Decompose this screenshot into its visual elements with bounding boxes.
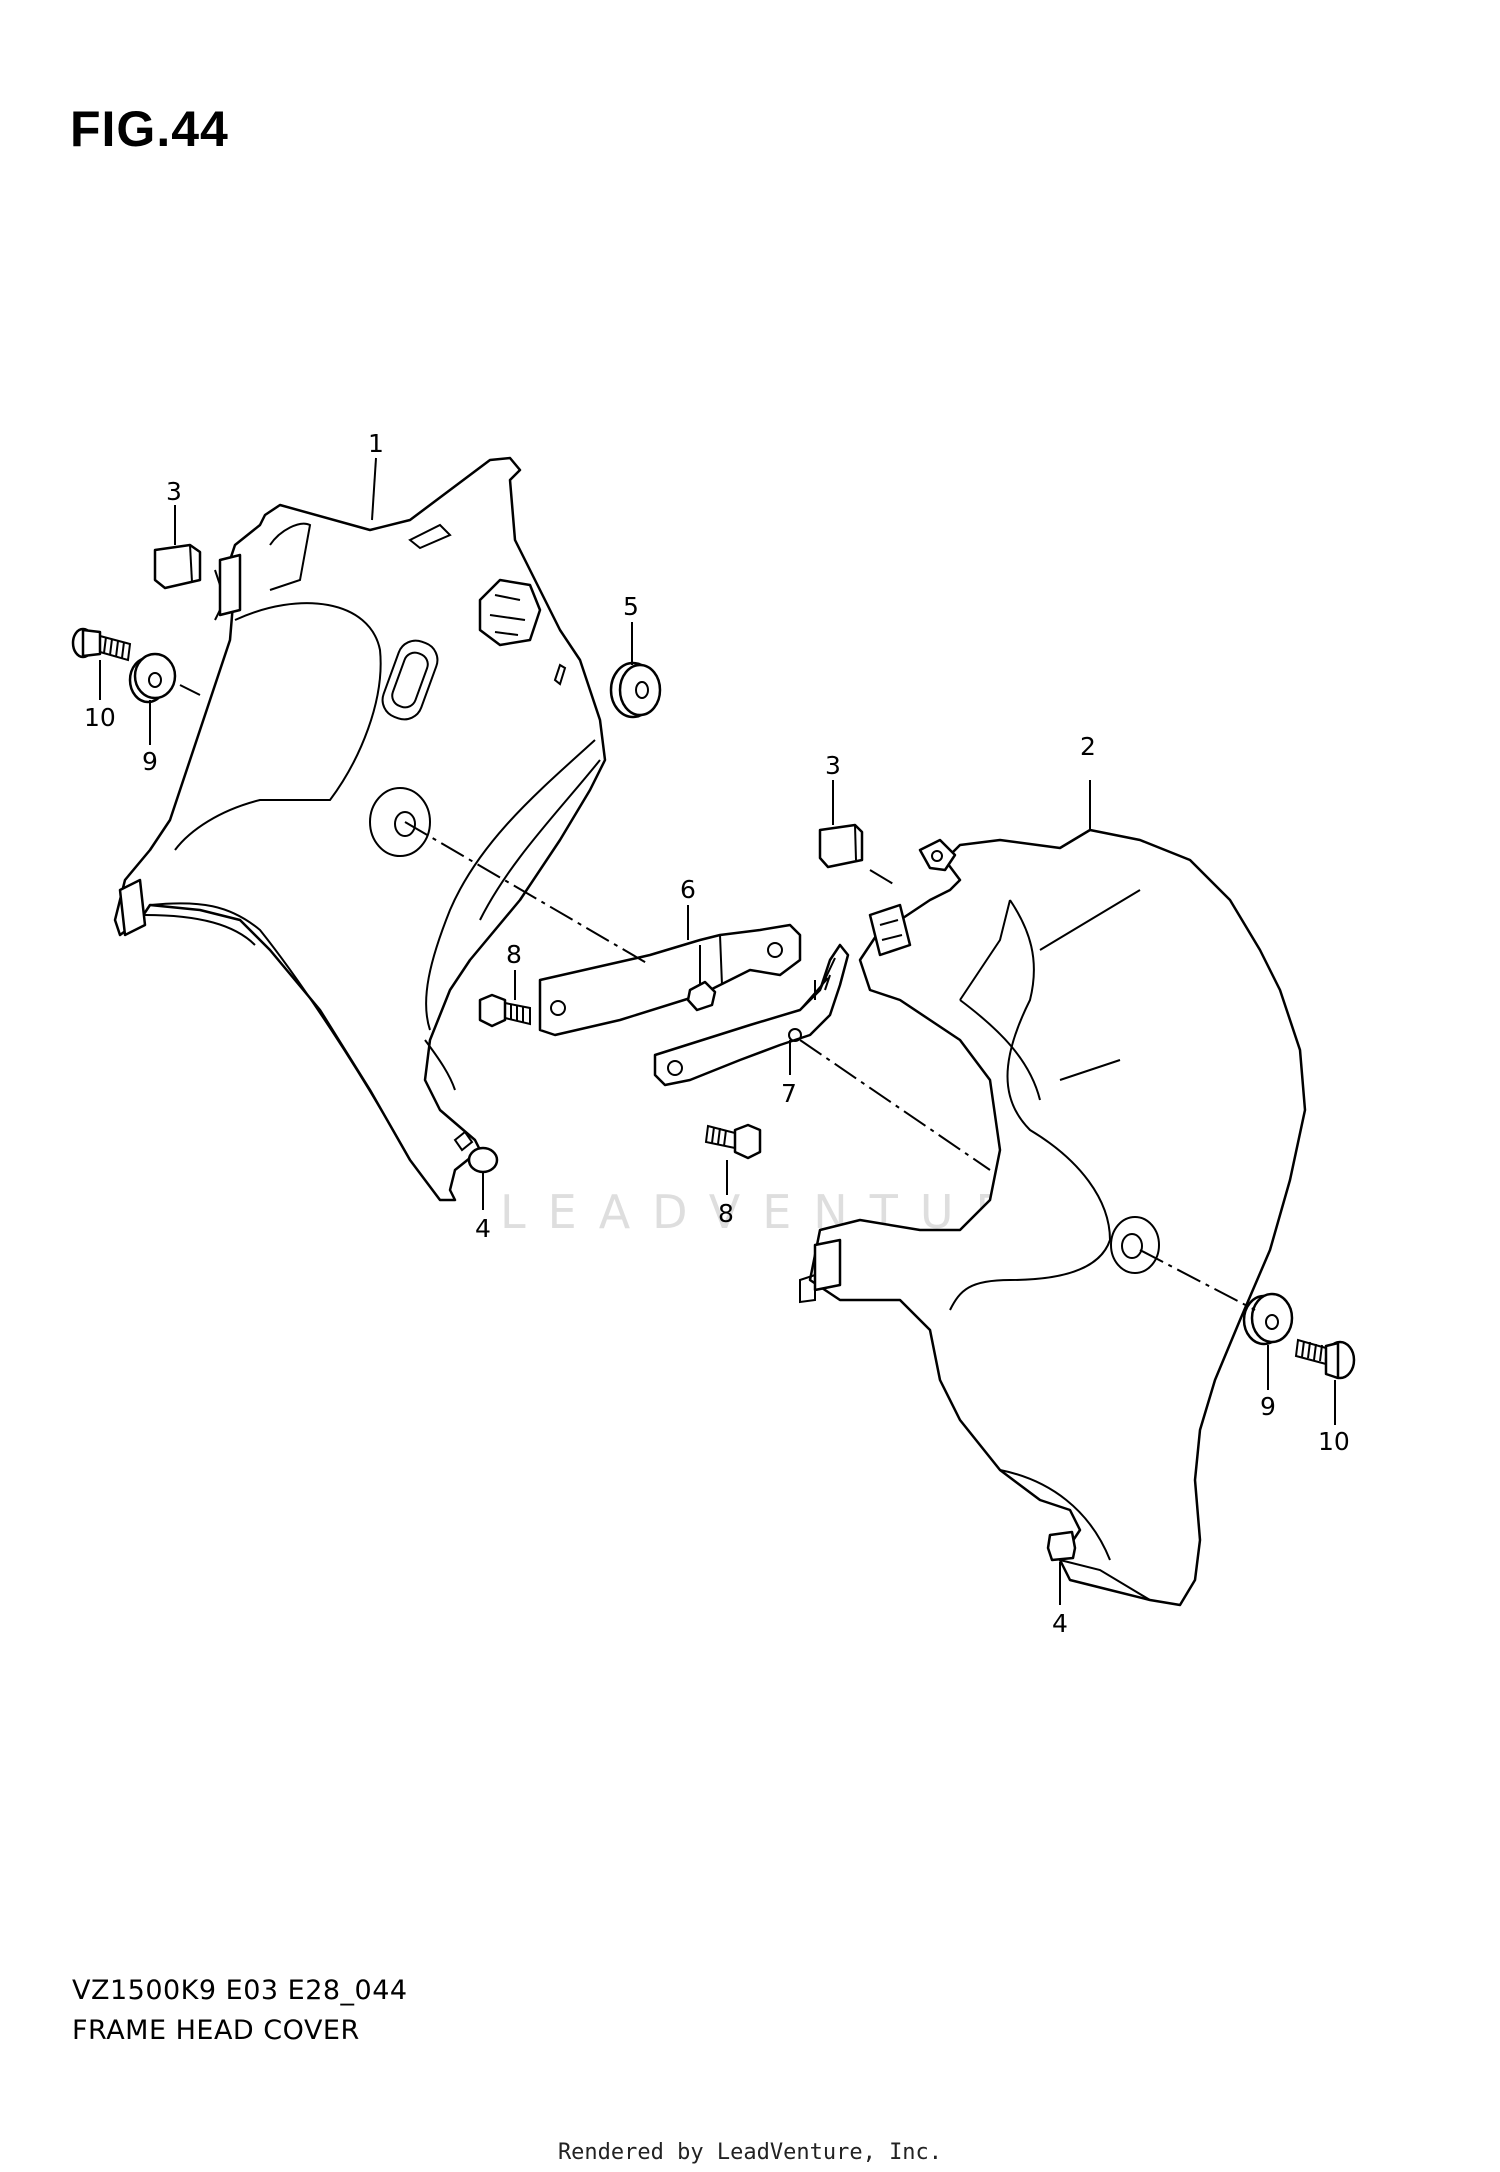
callout-9-left: 9 <box>142 747 158 776</box>
bolt-part-8-left <box>478 993 531 1028</box>
callout-3-left: 3 <box>166 477 182 506</box>
leader-lines <box>99 457 1336 1605</box>
callout-4-left: 4 <box>475 1214 491 1243</box>
bracket-part-6 <box>538 923 802 1037</box>
callout-2: 2 <box>1080 732 1096 761</box>
callout-3-right: 3 <box>825 751 841 780</box>
bolt-part-10-left <box>71 627 132 662</box>
figure-title: FIG.44 <box>70 101 229 157</box>
callout-6: 6 <box>680 875 696 904</box>
bracket-part-7 <box>653 943 850 1087</box>
callout-7: 7 <box>781 1079 797 1108</box>
clip-nut-part-3-left <box>153 543 202 590</box>
cushion-part-4-right <box>1046 1530 1077 1562</box>
callout-10-right: 10 <box>1318 1427 1350 1456</box>
clip-nut-part-3-right <box>818 823 864 869</box>
grommet-part-9-left <box>128 652 177 704</box>
assembly-lines <box>179 684 1256 1311</box>
grommet-part-5 <box>609 661 662 719</box>
model-code: VZ1500K9 E03 E28_044 <box>72 1975 408 2006</box>
callout-8-left: 8 <box>506 940 522 969</box>
right-frame-head-cover <box>799 828 1307 1607</box>
callout-8-right: 8 <box>718 1199 734 1228</box>
callout-5: 5 <box>623 592 639 621</box>
callout-10-left: 10 <box>84 703 116 732</box>
left-frame-head-cover <box>113 456 607 1202</box>
grommet-part-9-right <box>1242 1292 1294 1346</box>
callout-9-right: 9 <box>1260 1392 1276 1421</box>
callout-4-right: 4 <box>1052 1609 1068 1638</box>
bolt-part-10-right <box>1294 1338 1356 1380</box>
bolt-part-8-right <box>704 1123 762 1160</box>
callout-1: 1 <box>368 429 384 458</box>
section-name: FRAME HEAD COVER <box>72 2015 360 2046</box>
rendered-by-credit: Rendered by LeadVenture, Inc. <box>557 2140 943 2165</box>
